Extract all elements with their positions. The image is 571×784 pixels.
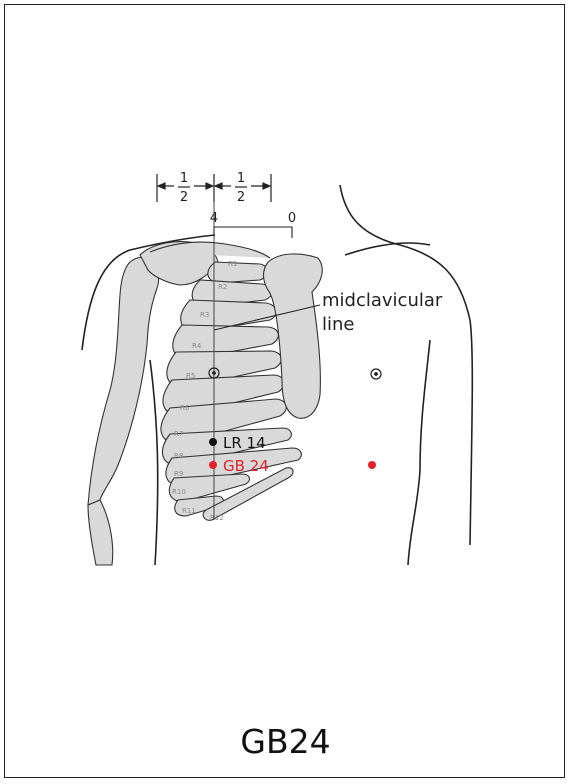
right-clavicle-line <box>345 243 430 255</box>
left-nipple-center <box>213 372 216 375</box>
scale-label-4: 4 <box>210 211 218 226</box>
arrowhead <box>206 183 213 189</box>
fraction-numerator: 1 <box>180 171 188 186</box>
arrowhead <box>263 183 270 189</box>
gb24-label: GB 24 <box>223 457 269 475</box>
half-measurement <box>157 174 271 202</box>
scale-label-0: 0 <box>288 211 296 226</box>
fraction-labels: 1 2 1 2 <box>180 171 245 205</box>
scale-labels: 4 0 <box>210 211 296 226</box>
midclavicular-label: midclavicular <box>322 290 443 311</box>
lr14-point <box>209 438 217 446</box>
gb24-point <box>209 461 217 469</box>
rib-label: R10 <box>172 488 186 496</box>
right-torso-outline <box>408 340 430 565</box>
fraction-denominator: 2 <box>237 190 245 205</box>
rib-r1 <box>208 262 268 283</box>
rib-label: R11 <box>182 507 196 515</box>
humerus-bone <box>88 257 159 505</box>
rib-label: R5 <box>186 372 195 380</box>
arm-bones <box>88 257 159 565</box>
rib-label: R7 <box>174 430 183 438</box>
gb24-point-contralateral <box>368 461 376 469</box>
rib-label: R3 <box>200 311 209 319</box>
arrowhead <box>158 183 165 189</box>
rib-label: R9 <box>174 470 183 478</box>
rib-label: R12 <box>210 514 224 522</box>
rib-label: R8 <box>174 452 183 460</box>
right-nipple-center <box>375 373 378 376</box>
right-shoulder-arm-outline <box>340 185 472 545</box>
rib-label: R1 <box>228 260 237 268</box>
page-title: GB24 <box>0 722 571 761</box>
fraction-denominator: 2 <box>180 190 188 205</box>
cun-scale-bracket <box>214 227 292 238</box>
midclavicular-label-line2: line <box>322 314 354 335</box>
lr14-label: LR 14 <box>223 434 266 452</box>
rib-label: R2 <box>218 283 227 291</box>
arrowhead <box>215 183 222 189</box>
fraction-numerator: 1 <box>237 171 245 186</box>
rib-label: R6 <box>180 404 190 412</box>
forearm-bone <box>88 500 113 565</box>
left-torso-outline <box>150 360 158 565</box>
rib-label: R4 <box>192 342 202 350</box>
